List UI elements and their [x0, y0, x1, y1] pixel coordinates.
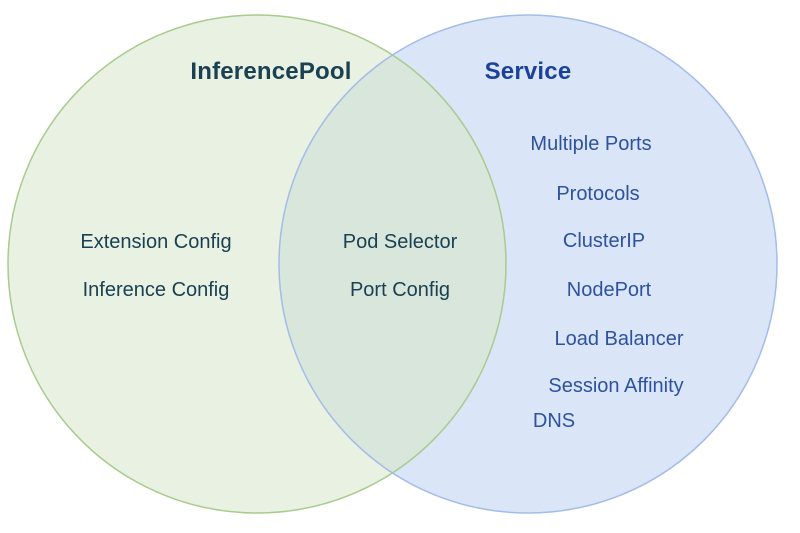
service-item-load-balancer: Load Balancer — [554, 328, 684, 350]
service-item-dns: DNS — [532, 410, 576, 432]
service-item-clusterip: ClusterIP — [562, 230, 646, 252]
inferencepool-item-extension-config: Extension Config — [80, 231, 232, 253]
service-item-protocols: Protocols — [556, 183, 640, 205]
service-item-nodeport: NodePort — [566, 279, 652, 301]
intersection-lens — [279, 15, 506, 513]
service-item-multiple-ports: Multiple Ports — [530, 133, 652, 155]
intersection-item-port-config: Port Config — [349, 279, 451, 301]
intersection-item-pod-selector: Pod Selector — [342, 231, 458, 253]
inferencepool-title: InferencePool — [190, 58, 352, 85]
service-title: Service — [484, 58, 572, 85]
service-item-session-affinity: Session Affinity — [548, 375, 684, 397]
service-circle-outline — [278, 14, 778, 514]
inferencepool-item-inference-config: Inference Config — [82, 279, 230, 301]
inferencepool-circle-outline — [7, 14, 507, 514]
